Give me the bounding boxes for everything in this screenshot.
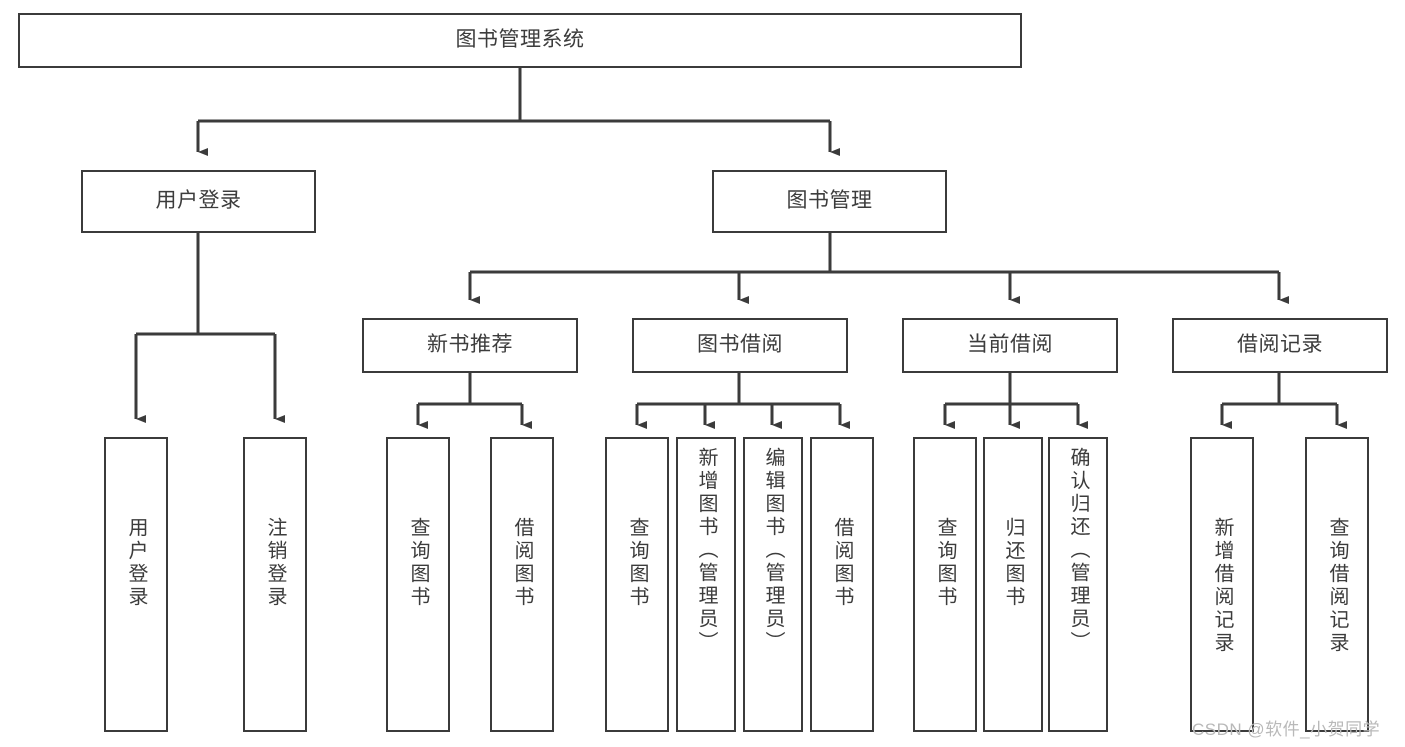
node-leaf-query-book-current[interactable]: 查询图书 bbox=[913, 437, 977, 732]
node-leaf-user-login[interactable]: 用户登录 bbox=[104, 437, 168, 732]
node-label: 查询图书 bbox=[407, 517, 429, 609]
node-label: 编辑图书（管理员） bbox=[762, 447, 784, 654]
node-leaf-edit-book-admin[interactable]: 编辑图书（管理员） bbox=[743, 437, 803, 732]
node-label: 图书管理系统 bbox=[455, 28, 585, 52]
node-label: 查询借阅记录 bbox=[1326, 517, 1348, 655]
node-label: 用户登录 bbox=[155, 189, 242, 213]
node-leaf-query-borrow-record[interactable]: 查询借阅记录 bbox=[1305, 437, 1369, 732]
node-label: 图书管理 bbox=[786, 189, 873, 213]
edge-group-root bbox=[134, 68, 1347, 429]
node-label: 查询图书 bbox=[626, 517, 648, 609]
node-label: 新书推荐 bbox=[427, 333, 513, 357]
node-leaf-borrow-book[interactable]: 借阅图书 bbox=[810, 437, 874, 732]
node-label: 新增图书（管理员） bbox=[695, 447, 717, 654]
node-leaf-confirm-return-admin[interactable]: 确认归还（管理员） bbox=[1048, 437, 1108, 732]
node-label: 新增借阅记录 bbox=[1211, 517, 1233, 655]
node-leaf-borrow-book-recommend[interactable]: 借阅图书 bbox=[490, 437, 554, 732]
node-leaf-add-borrow-record[interactable]: 新增借阅记录 bbox=[1190, 437, 1254, 732]
node-label: 借阅图书 bbox=[511, 517, 533, 609]
node-label: 当前借阅 bbox=[967, 333, 1053, 357]
node-user-login[interactable]: 用户登录 bbox=[81, 170, 316, 233]
node-label: 借阅记录 bbox=[1237, 333, 1323, 357]
node-label: 借阅图书 bbox=[831, 517, 853, 609]
node-label: 图书借阅 bbox=[697, 333, 783, 357]
node-book-management[interactable]: 图书管理 bbox=[712, 170, 947, 233]
node-label: 归还图书 bbox=[1002, 517, 1024, 609]
node-current-borrow[interactable]: 当前借阅 bbox=[902, 318, 1118, 373]
node-label: 用户登录 bbox=[125, 517, 147, 609]
node-leaf-query-book-borrow[interactable]: 查询图书 bbox=[605, 437, 669, 732]
node-new-book-recommend[interactable]: 新书推荐 bbox=[362, 318, 578, 373]
node-leaf-add-book-admin[interactable]: 新增图书（管理员） bbox=[676, 437, 736, 732]
node-leaf-query-book-recommend[interactable]: 查询图书 bbox=[386, 437, 450, 732]
node-root-book-management-system[interactable]: 图书管理系统 bbox=[18, 13, 1022, 68]
node-leaf-return-book[interactable]: 归还图书 bbox=[983, 437, 1043, 732]
node-book-borrow[interactable]: 图书借阅 bbox=[632, 318, 848, 373]
node-borrow-record[interactable]: 借阅记录 bbox=[1172, 318, 1388, 373]
node-label: 注销登录 bbox=[264, 517, 286, 609]
node-label: 查询图书 bbox=[934, 517, 956, 609]
node-label: 确认归还（管理员） bbox=[1067, 447, 1089, 654]
node-leaf-logout[interactable]: 注销登录 bbox=[243, 437, 307, 732]
